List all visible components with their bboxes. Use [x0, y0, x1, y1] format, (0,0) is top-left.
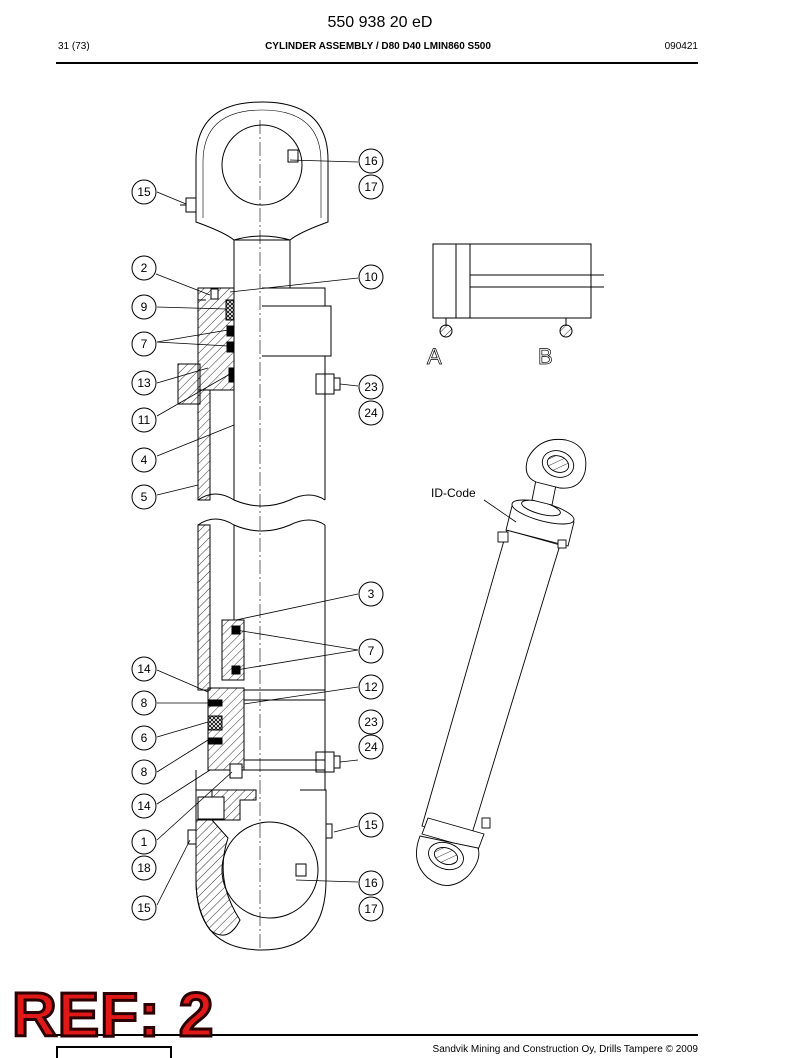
callout-13: 13	[131, 370, 157, 396]
svg-text:7: 7	[141, 337, 148, 351]
page-number: 31 (73)	[58, 41, 90, 52]
svg-text:15: 15	[364, 818, 378, 832]
callout-18: 18	[131, 855, 157, 881]
svg-text:13: 13	[137, 376, 151, 390]
callout-9: 9	[131, 294, 157, 320]
svg-text:18: 18	[137, 861, 151, 875]
company-logo	[56, 1046, 172, 1058]
svg-text:16: 16	[364, 154, 378, 168]
callout-1: 1	[131, 829, 157, 855]
svg-text:16: 16	[364, 876, 378, 890]
callout-23-lower: 23	[358, 709, 384, 735]
hydraulic-symbol	[432, 243, 604, 338]
svg-text:23: 23	[364, 715, 378, 729]
date-code: 090421	[664, 41, 698, 52]
callout-14-upper: 14	[131, 656, 157, 682]
callout-7-upper: 7	[131, 331, 157, 357]
callout-7-lower: 7	[358, 638, 384, 664]
port-label-a: A	[427, 344, 442, 369]
callout-4: 4	[131, 447, 157, 473]
callout-12: 12	[358, 674, 384, 700]
leader-lines	[155, 159, 359, 906]
port-label-b: B	[538, 344, 553, 369]
callout-10: 10	[358, 264, 384, 290]
callout-14-lower: 14	[131, 793, 157, 819]
svg-text:23: 23	[364, 380, 378, 394]
callout-8-lower: 8	[131, 759, 157, 785]
svg-text:3: 3	[368, 587, 375, 601]
svg-text:8: 8	[141, 696, 148, 710]
svg-text:1: 1	[141, 835, 148, 849]
svg-text:15: 15	[137, 185, 151, 199]
footer-rule	[56, 1034, 698, 1036]
callout-23-upper: 23	[358, 374, 384, 400]
callout-16-bottom: 16	[358, 870, 384, 896]
svg-text:8: 8	[141, 765, 148, 779]
callout-15-bottom: 15	[131, 895, 157, 921]
svg-text:5: 5	[141, 490, 148, 504]
callout-17-bottom: 17	[358, 896, 384, 922]
callout-3: 3	[358, 581, 384, 607]
document-number: 550 938 20 eD	[327, 14, 433, 31]
callout-15-right: 15	[358, 812, 384, 838]
svg-text:2: 2	[141, 261, 148, 275]
id-code-label: ID-Code	[431, 486, 476, 500]
callout-5: 5	[131, 484, 157, 510]
svg-text:24: 24	[364, 740, 378, 754]
ref-stamp: REF: 2	[10, 981, 215, 1050]
svg-text:15: 15	[137, 901, 151, 915]
svg-text:17: 17	[364, 902, 378, 916]
svg-text:14: 14	[137, 799, 151, 813]
callout-16-top: 16	[358, 148, 384, 174]
id-code-leader	[483, 499, 517, 523]
header-rule	[56, 62, 698, 64]
callout-6: 6	[131, 725, 157, 751]
callout-11: 11	[131, 407, 157, 433]
callout-balloons: 16 17 15 2 10 9 7 13 23 24 11 4 5 3 7 14…	[131, 148, 384, 922]
svg-text:4: 4	[141, 453, 148, 467]
svg-text:10: 10	[364, 270, 378, 284]
callout-8-upper: 8	[131, 690, 157, 716]
callout-15-top: 15	[131, 179, 157, 205]
callout-24-upper: 24	[358, 400, 384, 426]
svg-text:11: 11	[138, 413, 151, 427]
callout-17-top: 17	[358, 174, 384, 200]
isometric-view	[415, 438, 587, 886]
svg-text:6: 6	[141, 731, 148, 745]
section-view	[177, 101, 341, 951]
callout-24-lower: 24	[358, 734, 384, 760]
svg-text:9: 9	[141, 300, 148, 314]
svg-text:14: 14	[137, 662, 151, 676]
svg-text:24: 24	[364, 406, 378, 420]
callout-2: 2	[131, 255, 157, 281]
svg-text:17: 17	[364, 180, 378, 194]
svg-text:7: 7	[368, 644, 375, 658]
footer-copyright: Sandvik Mining and Construction Oy, Dril…	[432, 1044, 698, 1055]
page-title: CYLINDER ASSEMBLY / D80 D40 LMIN860 S500	[265, 41, 491, 52]
svg-text:12: 12	[364, 680, 378, 694]
